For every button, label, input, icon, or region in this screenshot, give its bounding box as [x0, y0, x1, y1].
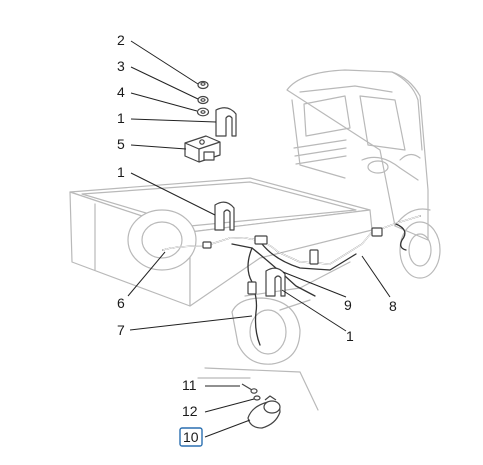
- nut-part-2: [197, 80, 209, 90]
- leader-lines: [127, 40, 391, 438]
- callout-5: 5: [117, 136, 125, 152]
- callout-1-b: 1: [117, 164, 125, 180]
- callout-3: 3: [117, 58, 125, 74]
- screw-part-11: [241, 383, 258, 394]
- washer-part-4: [196, 107, 210, 117]
- callout-7: 7: [117, 322, 125, 338]
- callout-10-highlight-box: [179, 427, 203, 447]
- callout-1-c: 1: [346, 328, 354, 344]
- callout-1-a: 1: [117, 110, 125, 126]
- callout-2: 2: [117, 32, 125, 48]
- callout-6: 6: [117, 295, 125, 311]
- callout-8: 8: [389, 298, 397, 314]
- clip-part-1-top: [215, 107, 237, 137]
- callout-labels: 2 3 4 1 5 1 6 7 9 8 1 11 12 10: [117, 32, 397, 447]
- washer-part-12: [253, 395, 261, 401]
- brake-cable-assembly: [162, 215, 421, 346]
- clip-part-1-middle: [214, 201, 235, 231]
- callout-12: 12: [182, 403, 198, 419]
- callout-10[interactable]: 10: [183, 429, 199, 445]
- bracket-part-5: [184, 135, 221, 163]
- washer-part-3: [197, 95, 209, 105]
- callout-4: 4: [117, 84, 125, 100]
- clip-part-1-lower: [265, 267, 286, 297]
- callout-9: 9: [344, 297, 352, 313]
- switch-part-10: [247, 395, 281, 429]
- vehicle-outline: [69, 69, 441, 411]
- callout-11: 11: [182, 377, 197, 393]
